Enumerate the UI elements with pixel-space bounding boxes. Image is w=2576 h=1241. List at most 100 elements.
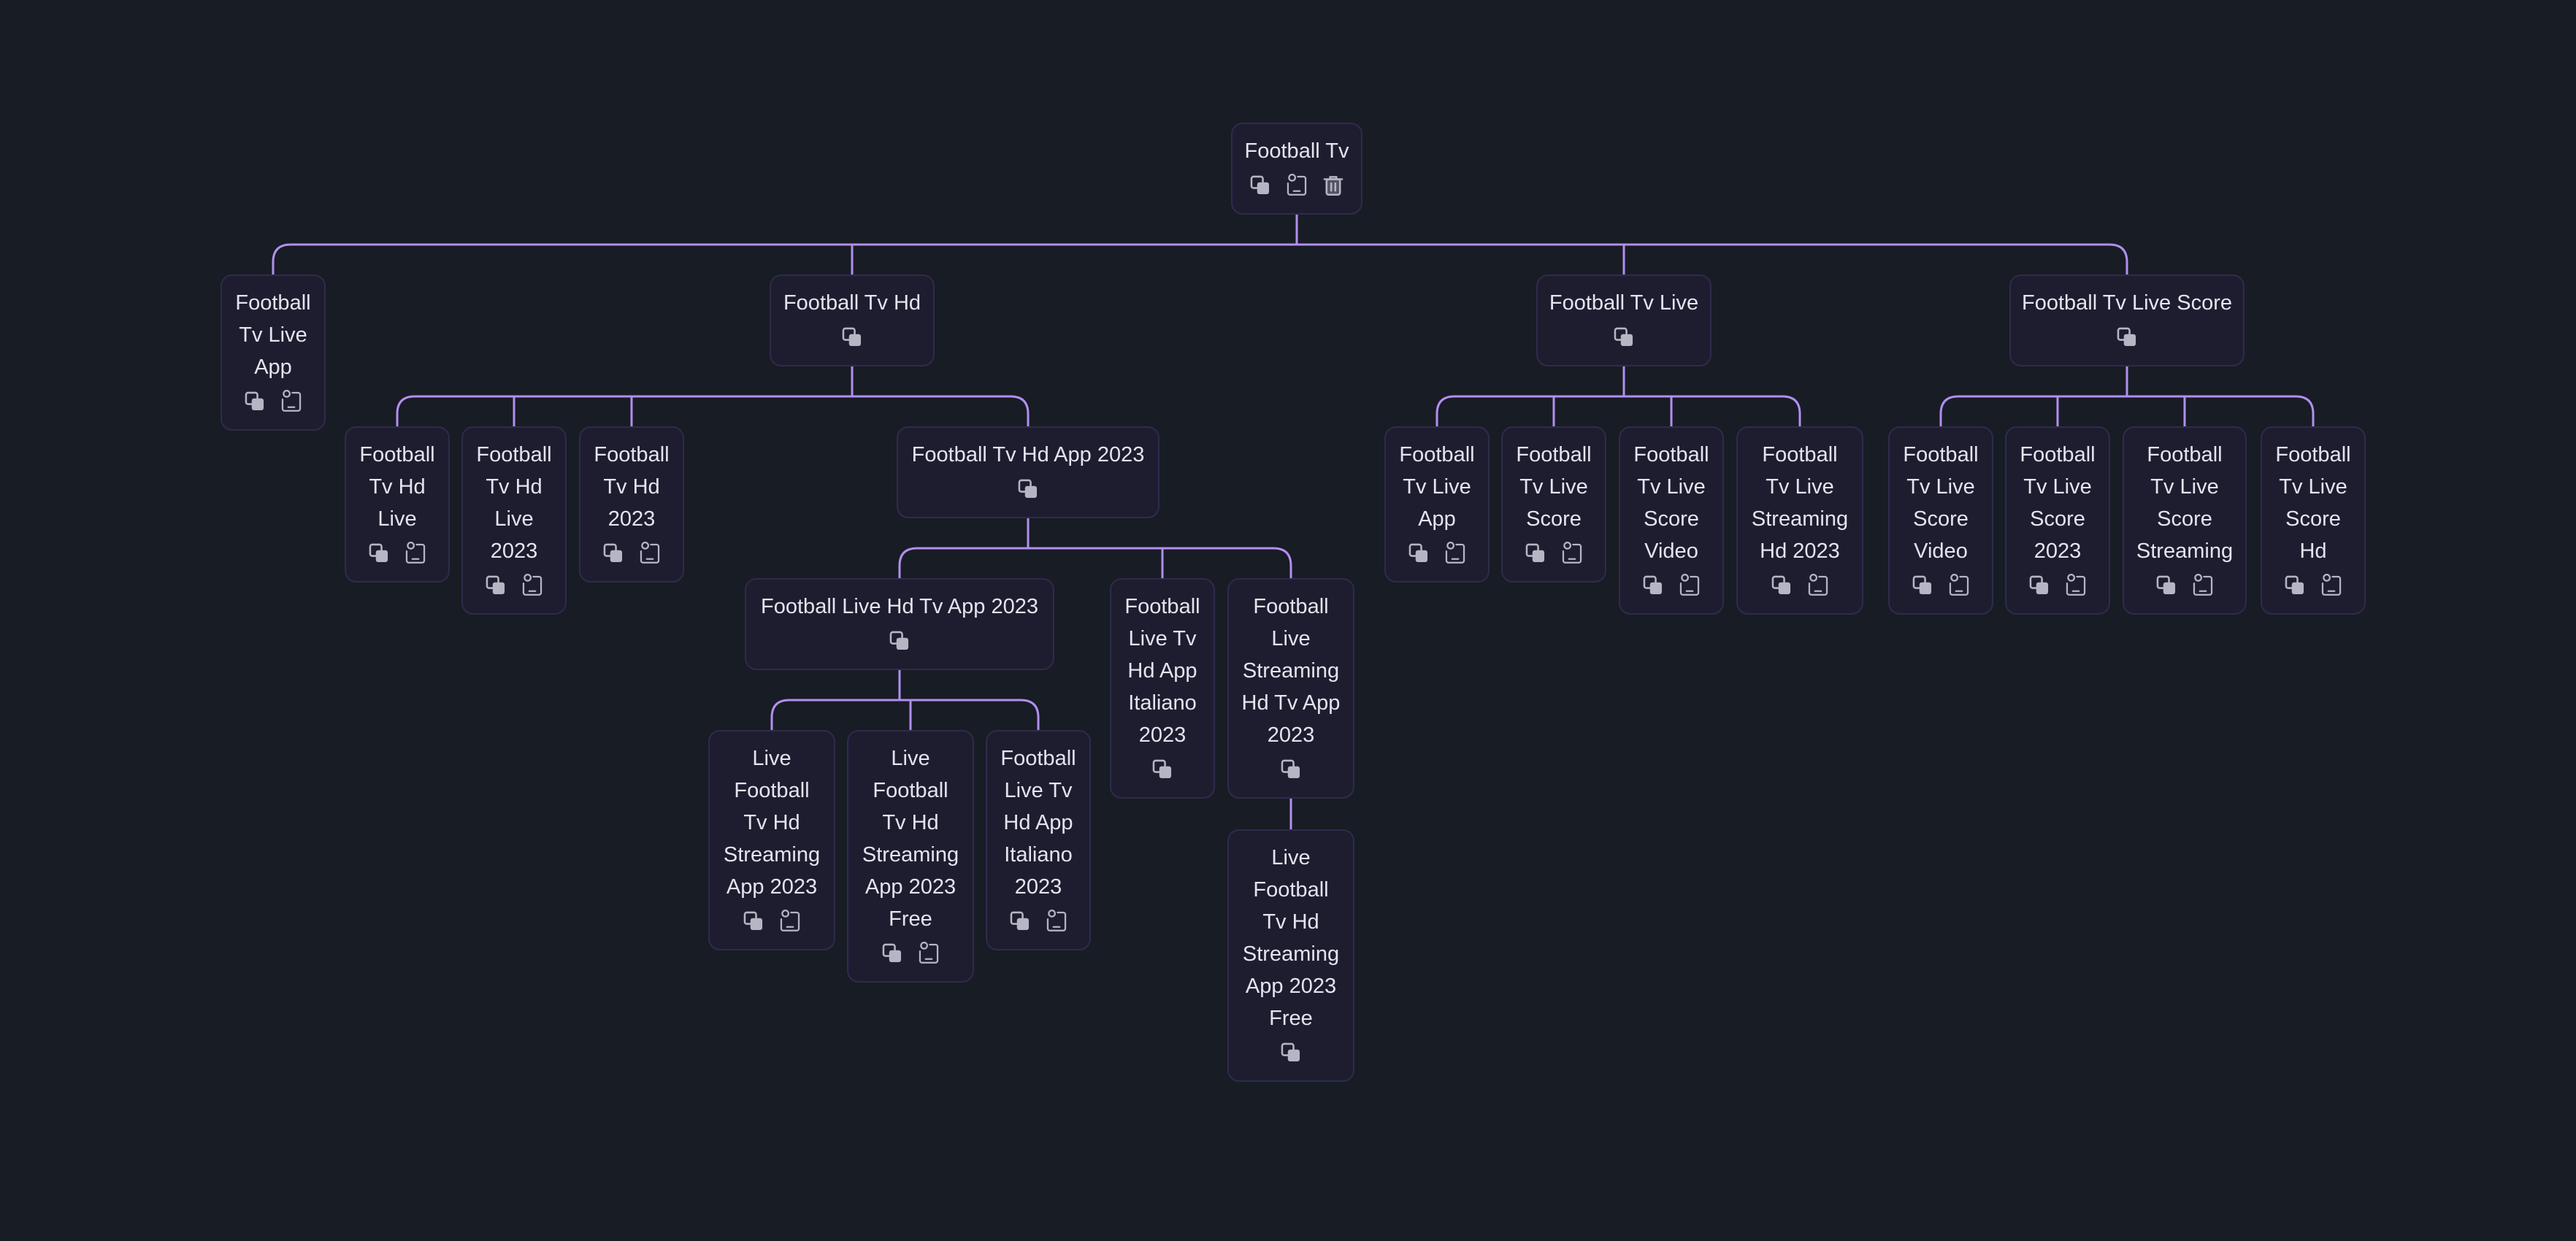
node-actions xyxy=(987,904,1089,938)
add-child-icon[interactable] xyxy=(778,909,802,934)
node-n2c[interactable]: Football Tv Hd 2023 xyxy=(579,426,684,583)
node-actions xyxy=(1738,569,1862,602)
node-n2b[interactable]: Football Tv Hd Live 2023 xyxy=(461,426,567,615)
copy-icon[interactable] xyxy=(1611,325,1636,350)
node-n5a[interactable]: Football Live Hd Tv App 2023 xyxy=(745,578,1054,670)
copy-icon[interactable] xyxy=(2027,573,2052,598)
add-child-icon[interactable] xyxy=(2063,573,2088,598)
node-n5b[interactable]: Football Live Tv Hd App Italiano 2023 xyxy=(1110,578,1215,799)
connector-line xyxy=(898,547,918,578)
copy-icon[interactable] xyxy=(880,941,905,966)
connector-line xyxy=(2109,243,2128,274)
node-n6b[interactable]: Live Football Tv Hd Streaming App 2023 F… xyxy=(847,730,974,983)
node-actions xyxy=(1538,320,1710,354)
copy-icon[interactable] xyxy=(367,541,391,566)
node-actions xyxy=(898,472,1158,506)
node-n3c[interactable]: Football Tv Live Score Video xyxy=(1619,426,1724,615)
add-child-icon[interactable] xyxy=(1806,573,1831,598)
copy-icon[interactable] xyxy=(2282,573,2307,598)
copy-icon[interactable] xyxy=(741,909,766,934)
copy-icon[interactable] xyxy=(1523,541,1548,566)
add-child-icon[interactable] xyxy=(1044,909,1069,934)
add-child-icon[interactable] xyxy=(1284,173,1309,198)
connector-line xyxy=(1273,547,1292,578)
copy-icon[interactable] xyxy=(887,629,912,653)
node-n1[interactable]: Football Tv Live App xyxy=(221,274,326,431)
connector-line xyxy=(1435,395,1455,426)
node-label: Football Tv Live Score Streaming xyxy=(2136,443,2234,563)
node-label: Football Live Hd Tv App 2023 xyxy=(761,595,1038,618)
node-actions xyxy=(1386,537,1488,570)
node-label: Football Tv Live Score xyxy=(1516,443,1592,531)
node-label: Football Tv Hd Live 2023 xyxy=(476,443,552,563)
copy-icon[interactable] xyxy=(1769,573,1794,598)
copy-icon[interactable] xyxy=(483,573,508,598)
copy-icon[interactable] xyxy=(2154,573,2179,598)
node-n4d[interactable]: Football Tv Live Score Hd xyxy=(2261,426,2366,615)
node-actions xyxy=(2124,569,2245,602)
node-label: Football Tv xyxy=(1244,139,1349,163)
node-label: Live Football Tv Hd Streaming App 2023 xyxy=(723,747,821,899)
node-n4c[interactable]: Football Tv Live Score Streaming xyxy=(2123,426,2247,615)
node-n2d[interactable]: Football Tv Hd App 2023 xyxy=(897,426,1159,518)
node-n6a[interactable]: Live Football Tv Hd Streaming App 2023 xyxy=(708,730,835,950)
copy-icon[interactable] xyxy=(1008,909,1032,934)
copy-icon[interactable] xyxy=(242,389,267,414)
node-actions xyxy=(710,904,834,938)
node-n4a[interactable]: Football Tv Live Score Video xyxy=(1888,426,1993,615)
add-child-icon[interactable] xyxy=(403,541,428,566)
node-n4b[interactable]: Football Tv Live Score 2023 xyxy=(2005,426,2110,615)
connector-line xyxy=(1939,395,1959,426)
add-child-icon[interactable] xyxy=(520,573,545,598)
copy-icon[interactable] xyxy=(1641,573,1665,598)
copy-icon[interactable] xyxy=(2115,325,2139,350)
copy-icon[interactable] xyxy=(840,325,865,350)
node-n3a[interactable]: Football Tv Live App xyxy=(1384,426,1490,583)
add-child-icon[interactable] xyxy=(1443,541,1468,566)
add-child-icon[interactable] xyxy=(2190,573,2215,598)
add-child-icon[interactable] xyxy=(1677,573,1702,598)
node-n4[interactable]: Football Tv Live Score xyxy=(2009,274,2245,366)
node-actions xyxy=(222,385,324,418)
node-label: Football Tv Live Score 2023 xyxy=(2020,443,2096,563)
copy-icon[interactable] xyxy=(1910,573,1935,598)
add-child-icon[interactable] xyxy=(279,389,304,414)
node-actions xyxy=(463,569,565,602)
node-n6c[interactable]: Football Live Tv Hd App Italiano 2023 xyxy=(986,730,1091,950)
node-n2a[interactable]: Football Tv Hd Live xyxy=(345,426,450,583)
node-n3d[interactable]: Football Tv Live Streaming Hd 2023 xyxy=(1736,426,1863,615)
node-root[interactable]: Football Tv xyxy=(1231,123,1362,215)
connector-line xyxy=(770,699,790,730)
node-n2[interactable]: Football Tv Hd xyxy=(770,274,935,366)
add-child-icon[interactable] xyxy=(2319,573,2344,598)
copy-icon[interactable] xyxy=(1279,757,1303,782)
node-label: Football Tv Live App xyxy=(235,291,311,379)
node-actions xyxy=(2006,569,2109,602)
node-actions xyxy=(771,320,933,354)
node-label: Football Tv Live xyxy=(1549,291,1699,315)
node-actions xyxy=(1229,1036,1353,1069)
node-n7a[interactable]: Live Football Tv Hd Streaming App 2023 F… xyxy=(1227,829,1354,1082)
copy-icon[interactable] xyxy=(1150,757,1175,782)
node-n5c[interactable]: Football Live Streaming Hd Tv App 2023 xyxy=(1227,578,1354,799)
copy-icon[interactable] xyxy=(1406,541,1431,566)
node-n3[interactable]: Football Tv Live xyxy=(1536,274,1711,366)
copy-icon[interactable] xyxy=(1016,477,1040,502)
node-label: Football Tv Live Score Video xyxy=(1903,443,1979,563)
add-child-icon[interactable] xyxy=(1947,573,1971,598)
node-actions xyxy=(1620,569,1722,602)
node-actions xyxy=(1503,537,1605,570)
copy-icon[interactable] xyxy=(1248,173,1273,198)
add-child-icon[interactable] xyxy=(637,541,662,566)
add-child-icon[interactable] xyxy=(1560,541,1584,566)
node-actions xyxy=(1233,169,1361,202)
copy-icon[interactable] xyxy=(601,541,626,566)
node-actions xyxy=(1229,753,1353,786)
add-child-icon[interactable] xyxy=(916,941,941,966)
copy-icon[interactable] xyxy=(1279,1040,1303,1065)
delete-icon[interactable] xyxy=(1321,173,1346,198)
node-n3b[interactable]: Football Tv Live Score xyxy=(1501,426,1606,583)
connector-line xyxy=(272,243,291,274)
